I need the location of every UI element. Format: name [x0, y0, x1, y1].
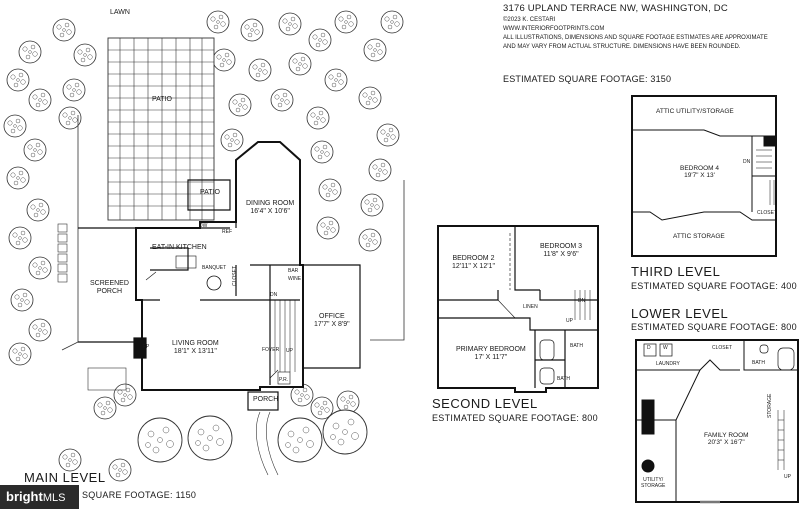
copyright-text: ©2023 K. CESTARI [503, 17, 556, 23]
third-level-sqft: ESTIMATED SQUARE FOOTAGE: 400 [631, 281, 797, 291]
side-storage-label: STORAGE [767, 393, 773, 418]
lower-level-sqft: ESTIMATED SQUARE FOOTAGE: 800 [631, 322, 797, 332]
bedroom-2-dimensions: 12'11" X 12'1" [452, 263, 495, 271]
stair-down-label: DN [270, 292, 278, 298]
bath-1-label: BATH [570, 343, 583, 349]
main-level-sqft: SQUARE FOOTAGE: 1150 [82, 490, 197, 500]
third-level-title: THIRD LEVEL [631, 264, 721, 279]
office-name: OFFICE [319, 313, 345, 320]
washer-label: W [663, 345, 668, 351]
attic-utility-label: ATTIC UTILITY/STORAGE [656, 108, 734, 115]
screened-porch-line-1: SCREENED [90, 280, 129, 287]
bedroom-3-name: BEDROOM 3 [540, 243, 583, 250]
second-level-title: SECOND LEVEL [432, 396, 538, 411]
fireplace-label: FP [143, 344, 150, 350]
bedroom-2-label: BEDROOM 2 12'11" X 12'1" [452, 255, 495, 271]
utility-line: UTILITY/ [643, 477, 664, 483]
disclaimer-line-2: AND MAY VARY FROM ACTUAL STRUCTURE. DIME… [503, 44, 741, 50]
screened-porch-line-2: PORCH [96, 288, 123, 296]
stair-up-label: UP [286, 348, 293, 354]
total-square-footage: ESTIMATED SQUARE FOOTAGE: 3150 [503, 74, 672, 84]
kitchen-label: EAT-IN KITCHEN [152, 244, 207, 251]
refrigerator-label: REF [222, 229, 232, 235]
main-level-title: MAIN LEVEL [24, 470, 106, 485]
bedroom-4-dimensions: 19'7" X 13' [684, 172, 715, 180]
primary-bedroom-label: PRIMARY BEDROOM 17' X 11'7" [456, 346, 526, 362]
property-address: 3176 UPLAND TERRACE NW, WASHINGTON, DC [503, 3, 728, 14]
bedroom-3-dimensions: 11'8" X 9'6" [543, 251, 579, 259]
family-room-name: FAMILY ROOM [704, 432, 749, 439]
powder-room-label: P.R. [279, 377, 289, 383]
family-room-dimensions: 20'3" X 16'7" [707, 439, 745, 447]
bedroom-4-name: BEDROOM 4 [680, 165, 720, 172]
dining-room-dimensions: 16'4" X 10'6" [250, 208, 290, 216]
foyer-label: FOYER [262, 347, 280, 353]
lower-bath-label: BATH [752, 360, 765, 366]
bedroom-4-label: BEDROOM 4 19'7" X 13' [680, 165, 719, 180]
banquet-label: BANQUET [202, 265, 227, 271]
lower-stair-up-label: UP [784, 474, 791, 480]
patio-small-label: PATIO [200, 189, 220, 196]
lower-closet-label: CLOSET [712, 345, 733, 351]
patio-stones [107, 37, 215, 221]
patio-large-label: PATIO [152, 96, 172, 103]
family-room-label: FAMILY ROOM 20'3" X 16'7" [704, 432, 749, 447]
dishwasher-label: DW [199, 223, 208, 229]
disclaimer-line-1: ALL ILLUSTRATIONS, DIMENSIONS AND SQUARE… [503, 35, 768, 41]
linen-label: LINEN [523, 304, 538, 310]
second-stair-up-label: UP [566, 318, 573, 324]
office-dimensions: 17'7" X 8'9" [314, 321, 350, 329]
laundry-label: LAUNDRY [656, 361, 680, 367]
primary-bedroom-name: PRIMARY BEDROOM [456, 346, 526, 353]
attic-storage-label: ATTIC STORAGE [673, 233, 725, 240]
living-room-dimensions: 18'1" X 13'11" [173, 348, 217, 356]
living-room-label: LIVING ROOM 18'1" X 13'11" [172, 340, 219, 356]
second-stair-down-label: DN [578, 298, 586, 304]
lawn-label: LAWN [110, 9, 130, 16]
third-closet-label: CLOSET [757, 210, 778, 216]
office-label: OFFICE 17'7" X 8'9" [314, 313, 350, 329]
lower-level-title: LOWER LEVEL [631, 306, 729, 321]
storage-line: STORAGE [641, 482, 666, 489]
bar-label: BAR [288, 268, 299, 274]
watermark-brand: bright [6, 489, 43, 504]
second-level-walls [437, 225, 599, 393]
third-stair-down-label: DN [743, 159, 751, 165]
header-notes: ©2023 K. CESTARI WWW.INTERIORFOOTPRINTS.… [503, 16, 768, 52]
closet-label: CLOSET [232, 265, 238, 286]
porch-label: PORCH [253, 396, 279, 403]
dryer-label: D [647, 345, 651, 351]
bedroom-2-name: BEDROOM 2 [452, 255, 495, 262]
primary-bedroom-dimensions: 17' X 11'7" [474, 354, 508, 362]
utility-storage-label: UTILITY/ STORAGE [641, 477, 666, 490]
dining-room-name: DINING ROOM [246, 200, 295, 207]
watermark-suffix: MLS [42, 492, 66, 504]
living-room-name: LIVING ROOM [172, 340, 219, 347]
bedroom-3-label: BEDROOM 3 11'8" X 9'6" [540, 243, 582, 259]
screened-porch-label: SCREENED PORCH [90, 280, 129, 296]
dining-room-label: DINING ROOM 16'4" X 10'6" [246, 200, 294, 216]
main-level-walls [135, 141, 304, 391]
second-level-sqft: ESTIMATED SQUARE FOOTAGE: 800 [432, 413, 598, 423]
bath-2-label: BATH [557, 376, 570, 382]
website-text: WWW.INTERIORFOOTPRINTS.COM [503, 26, 605, 32]
bright-mls-watermark: brightMLS [0, 485, 79, 509]
wine-label: WINE [288, 276, 302, 282]
